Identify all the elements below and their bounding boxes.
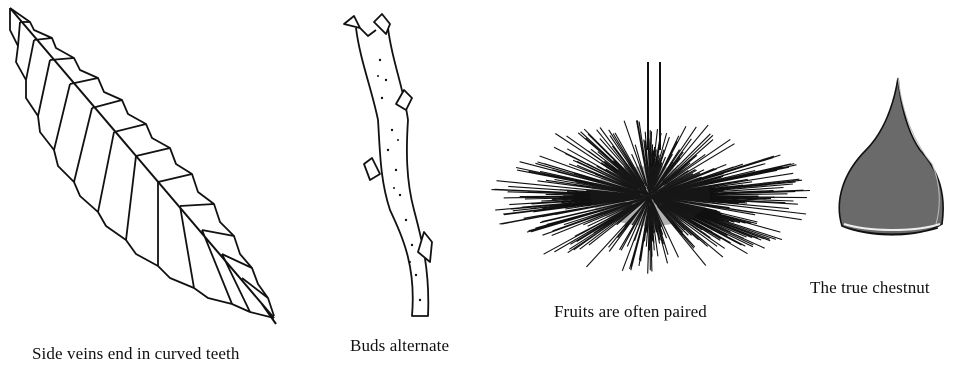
caption-nut: The true chestnut [810, 278, 930, 298]
spiny-burr-illustration [490, 0, 790, 300]
budded-twig-illustration [320, 0, 490, 330]
figure-burr: Fruits are often paired [490, 0, 790, 374]
figure-twig: Buds alternate [320, 0, 490, 374]
caption-twig: Buds alternate [350, 336, 449, 356]
caption-burr: Fruits are often paired [554, 302, 707, 322]
caption-leaf: Side veins end in curved teeth [32, 344, 239, 364]
figure-leaf: Side veins end in curved teeth [0, 0, 320, 374]
serrated-leaf-illustration [0, 0, 320, 340]
chestnut-nut-illustration [800, 0, 974, 260]
figure-nut: The true chestnut [800, 0, 974, 374]
